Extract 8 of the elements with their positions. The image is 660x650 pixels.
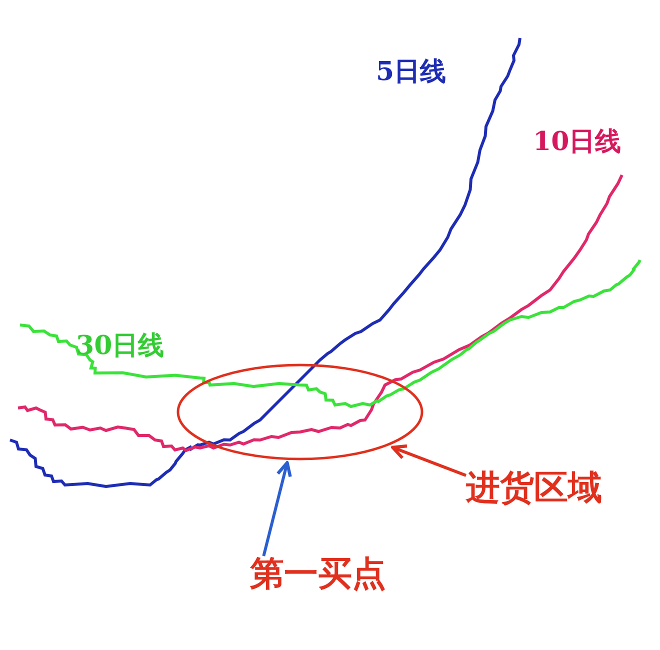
line-label: 5日线: [376, 58, 446, 87]
annotation-text: 第一买点: [250, 556, 422, 596]
leader-arrow: [262, 461, 292, 556]
line-label: 30日线: [76, 332, 164, 361]
line-label: 10日线: [533, 128, 622, 157]
ellipse-marker: [176, 363, 424, 461]
annotation-text: 进货区域: [466, 470, 638, 510]
leader-arrow: [391, 444, 467, 477]
